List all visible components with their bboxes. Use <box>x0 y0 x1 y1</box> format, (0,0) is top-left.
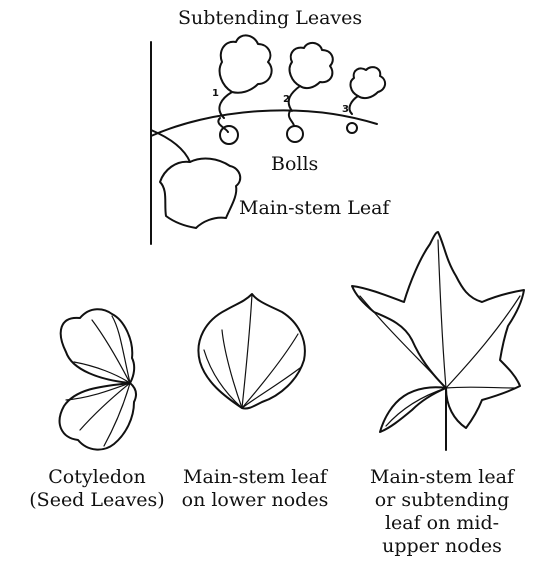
cotyledon-caption: Cotyledon (Seed Leaves) <box>12 466 182 512</box>
caption-line: Main-stem leaf <box>170 466 340 489</box>
upper-node-leaf-veins <box>360 240 520 426</box>
upper-node-leaf-lower-lobes <box>380 387 446 432</box>
node-number-2: 2 <box>283 88 290 112</box>
subtending-leaves-label: Subtending Leaves <box>178 6 362 30</box>
caption-line: leaf on mid- <box>352 512 532 535</box>
caption-line: or subtending <box>352 489 532 512</box>
subtending-leaf-2 <box>290 43 333 88</box>
upper-node-leaf <box>352 232 524 450</box>
caption-line: Main-stem leaf <box>352 466 532 489</box>
cotyledon-leaf <box>60 309 136 449</box>
upper-nodes-caption: Main-stem leaf or subtending leaf on mid… <box>352 466 532 558</box>
subtending-leaf-1 <box>220 35 272 92</box>
caption-line: (Seed Leaves) <box>12 489 182 512</box>
subtending-leaf-2-stalk <box>289 86 300 111</box>
node-number-1: 1 <box>212 82 219 106</box>
boll-3 <box>347 123 357 133</box>
caption-line: upper nodes <box>352 535 532 558</box>
caption-line: Cotyledon <box>12 466 182 489</box>
main-stem-leaf-petiole <box>151 130 190 162</box>
node-number-3: 3 <box>342 98 349 122</box>
boll-1-stalk <box>218 118 228 132</box>
cotyledon-upper <box>61 309 134 383</box>
subtending-leaf-3-stalk <box>350 96 358 114</box>
lower-node-leaf <box>198 294 304 409</box>
boll-1 <box>220 126 238 144</box>
main-stem-leaf-label: Main-stem Leaf <box>239 196 389 220</box>
boll-2 <box>287 126 303 142</box>
upper-node-leaf-outline <box>352 232 524 428</box>
main-stem-leaf <box>160 159 240 228</box>
caption-line: on lower nodes <box>170 489 340 512</box>
cotyledon-lower <box>60 383 136 450</box>
lower-node-leaf-outline <box>198 294 304 409</box>
subtending-leaf-3 <box>351 67 386 98</box>
lower-nodes-caption: Main-stem leaf on lower nodes <box>170 466 340 512</box>
bolls-label: Bolls <box>271 152 318 176</box>
boll-2-stalk <box>289 111 294 126</box>
